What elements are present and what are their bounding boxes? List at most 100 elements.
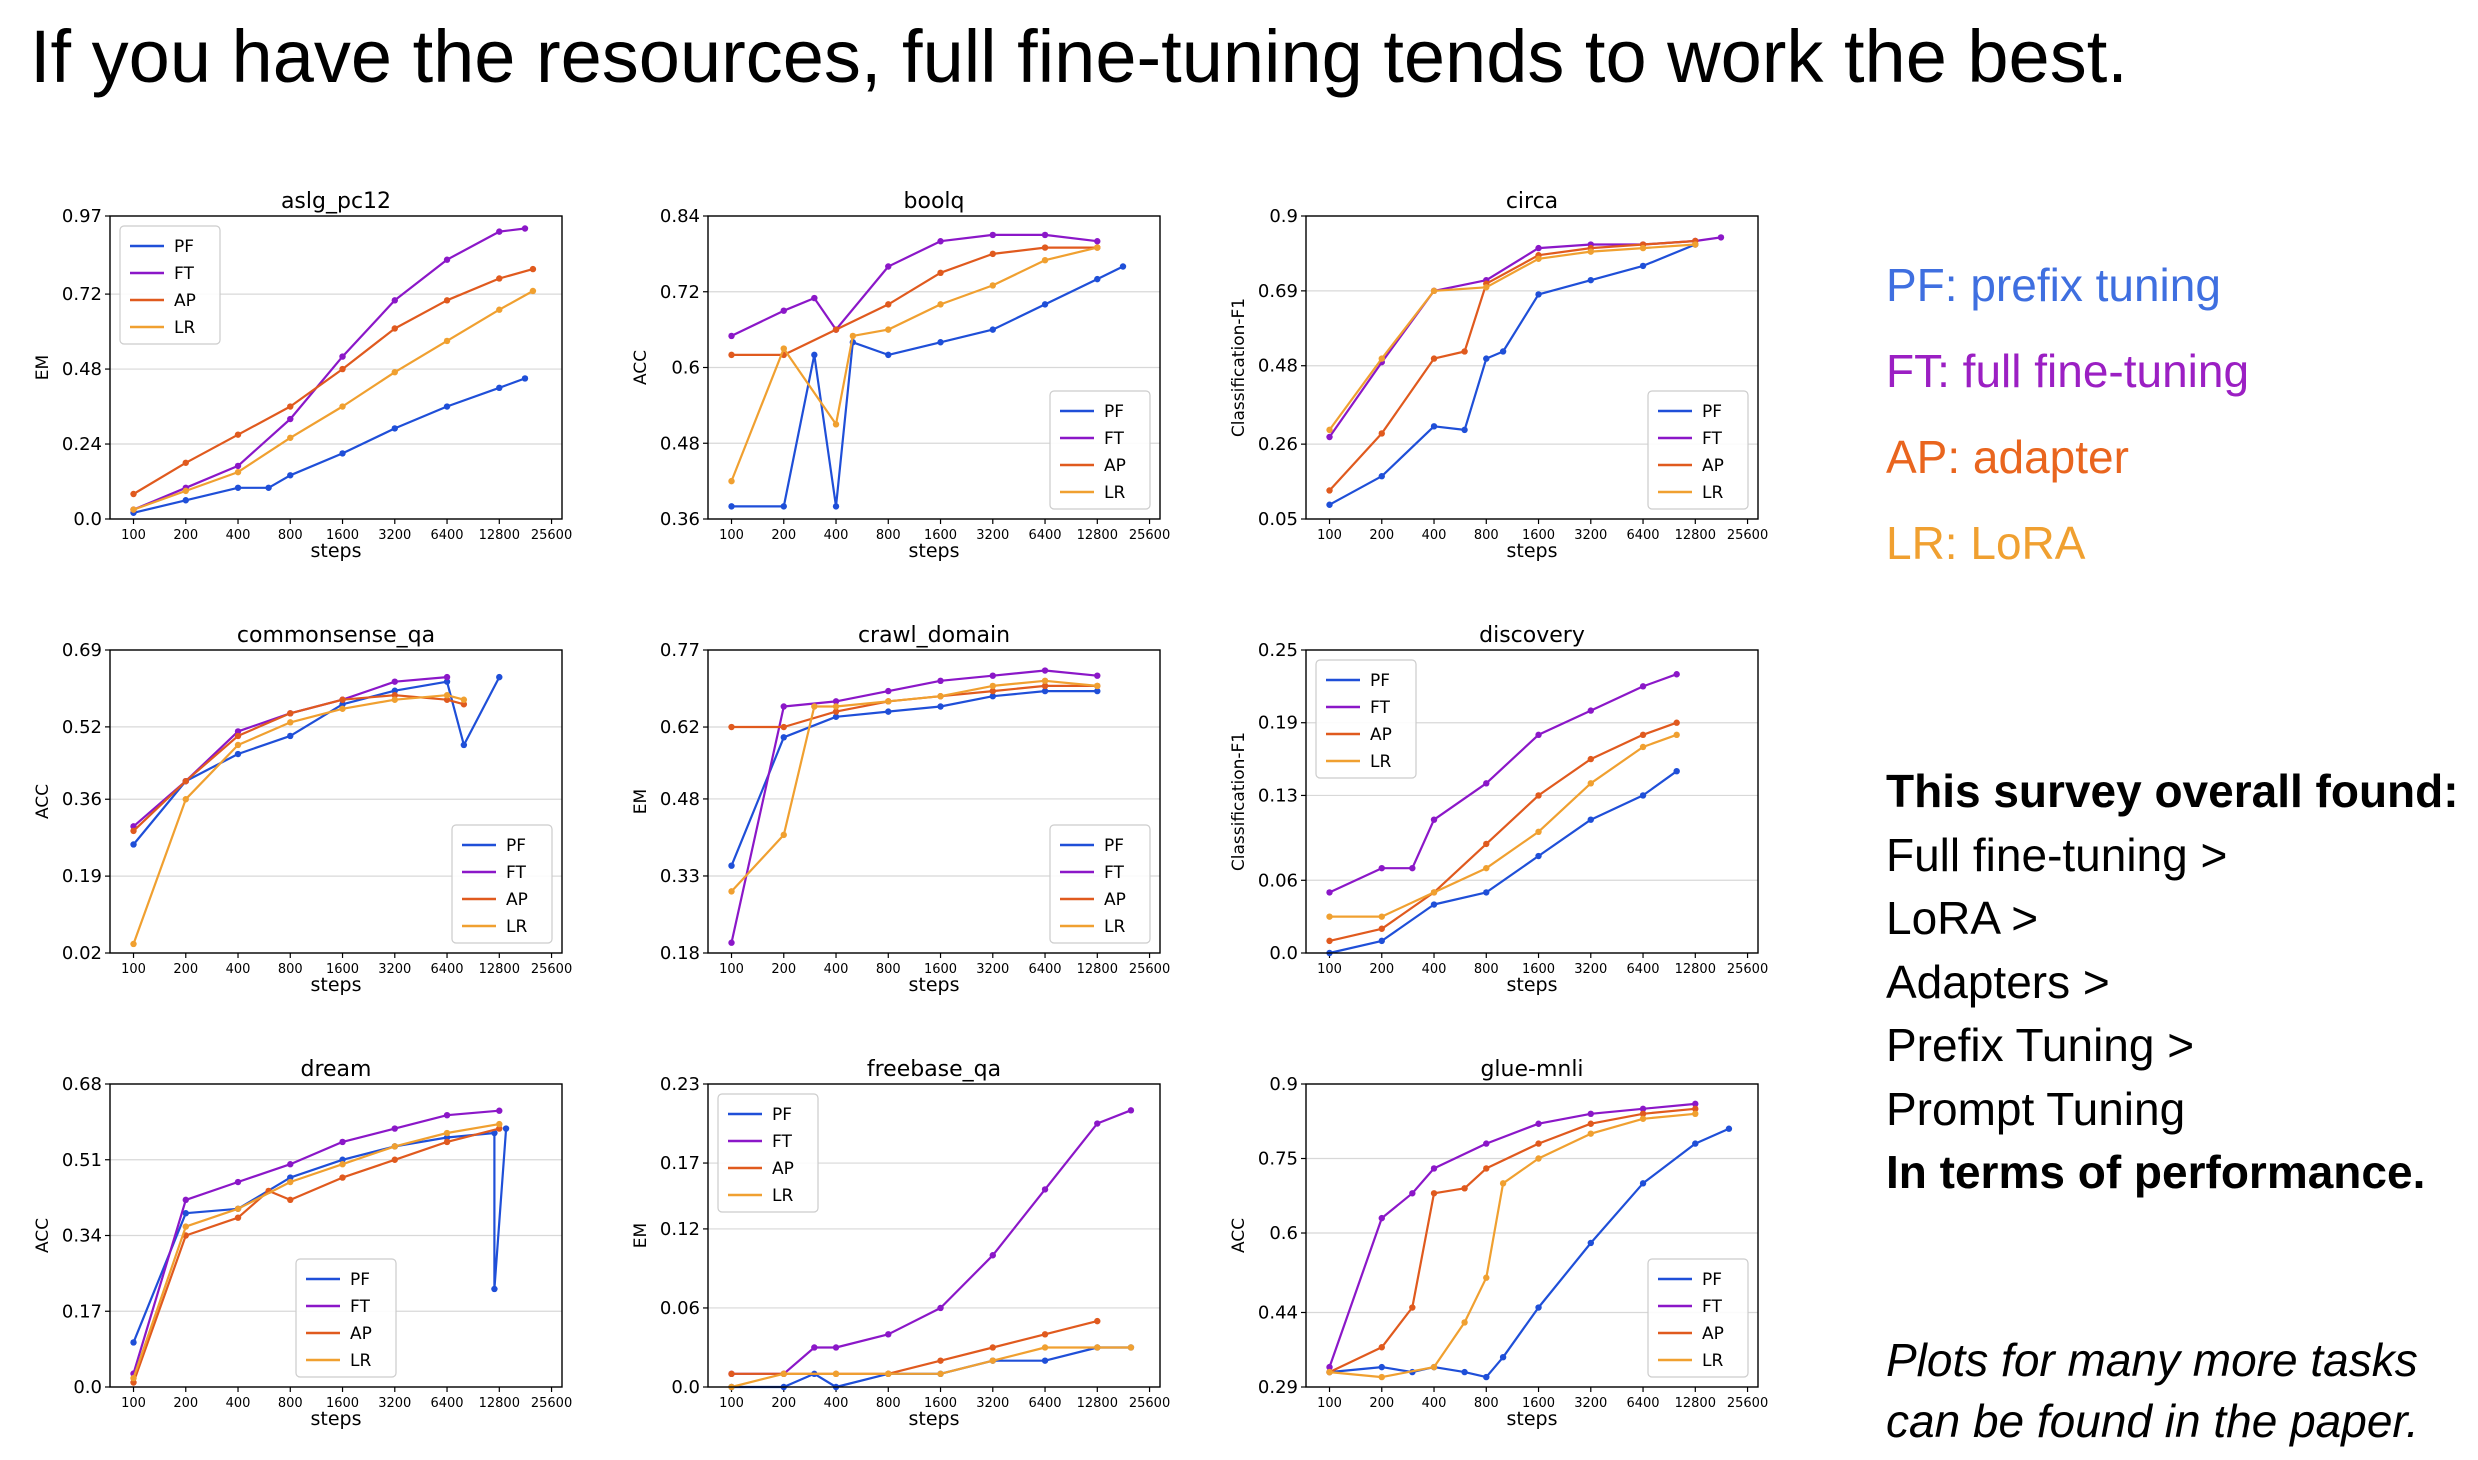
series-line-ap bbox=[731, 246, 1098, 356]
legend-box bbox=[717, 1093, 819, 1213]
data-point bbox=[234, 1214, 242, 1221]
data-point bbox=[885, 1331, 892, 1338]
y-tick-label: 0.97 bbox=[62, 206, 102, 227]
x-tick-label: 100 bbox=[719, 1396, 744, 1411]
data-point bbox=[811, 1344, 818, 1351]
data-point bbox=[1041, 667, 1049, 674]
data-point bbox=[491, 1129, 498, 1137]
data-point bbox=[443, 337, 451, 345]
x-tick-label: 6400 bbox=[1626, 528, 1659, 543]
y-tick-label: 0.13 bbox=[1258, 785, 1298, 806]
data-point bbox=[885, 708, 892, 715]
x-tick-label: 200 bbox=[173, 528, 198, 543]
data-point bbox=[1378, 1344, 1385, 1351]
data-point bbox=[1499, 348, 1507, 355]
data-point bbox=[1326, 937, 1333, 945]
data-point bbox=[1483, 889, 1490, 896]
data-point bbox=[989, 282, 996, 289]
x-axis-label: steps bbox=[1507, 540, 1558, 562]
data-point bbox=[339, 696, 346, 703]
data-point bbox=[234, 468, 242, 476]
series-line-lr bbox=[1329, 1112, 1696, 1379]
series-line-lr bbox=[730, 679, 1098, 893]
data-point bbox=[1041, 1344, 1049, 1351]
data-point bbox=[780, 734, 787, 741]
legend-box bbox=[119, 225, 221, 345]
data-point bbox=[989, 682, 996, 690]
data-point bbox=[287, 1178, 294, 1186]
data-point bbox=[989, 1344, 996, 1351]
x-tick-label: 200 bbox=[1369, 528, 1394, 543]
x-tick-label: 25600 bbox=[531, 1396, 572, 1411]
x-tick-label: 400 bbox=[824, 528, 849, 543]
x-tick-label: 3200 bbox=[976, 962, 1009, 977]
x-tick-label: 12800 bbox=[1077, 1396, 1118, 1411]
data-point bbox=[496, 228, 503, 235]
y-tick-label: 0.72 bbox=[62, 284, 102, 305]
plot-frame bbox=[707, 215, 1161, 520]
data-point bbox=[1378, 1363, 1385, 1371]
data-point bbox=[443, 1134, 451, 1141]
data-point bbox=[1483, 780, 1490, 787]
legend-label: LR bbox=[506, 917, 527, 937]
data-point bbox=[1326, 1368, 1333, 1376]
x-tick-label: 3200 bbox=[976, 528, 1009, 543]
y-tick-label: 0.72 bbox=[660, 282, 700, 303]
x-tick-label: 3200 bbox=[1574, 962, 1607, 977]
y-axis-label: Classification-F1 bbox=[1229, 298, 1249, 437]
data-point bbox=[1409, 1190, 1416, 1197]
y-tick-label: 0.48 bbox=[660, 789, 700, 810]
legend-label: FT bbox=[1104, 429, 1124, 449]
y-tick-label: 0.36 bbox=[62, 789, 102, 810]
x-tick-label: 25600 bbox=[531, 962, 572, 977]
data-point bbox=[1461, 426, 1468, 434]
series-line-ap bbox=[1329, 721, 1678, 942]
x-tick-label: 12800 bbox=[479, 528, 520, 543]
x-tick-label: 12800 bbox=[479, 962, 520, 977]
data-point bbox=[491, 1285, 498, 1293]
data-point bbox=[339, 1156, 346, 1163]
x-axis-label: steps bbox=[909, 540, 960, 562]
y-tick-label: 0.0 bbox=[671, 1377, 700, 1398]
data-point bbox=[1483, 864, 1490, 872]
series-line-ft bbox=[1328, 1102, 1696, 1368]
plot-frame bbox=[707, 1083, 1161, 1388]
data-point bbox=[443, 256, 451, 263]
data-point bbox=[130, 827, 137, 835]
data-point bbox=[1535, 852, 1542, 860]
data-point bbox=[443, 1111, 451, 1119]
data-point bbox=[443, 403, 451, 410]
y-tick-label: 0.69 bbox=[62, 640, 102, 661]
x-axis-label: steps bbox=[1507, 1408, 1558, 1430]
x-tick-label: 800 bbox=[1474, 1396, 1499, 1411]
legend-label: AP bbox=[1702, 456, 1724, 476]
x-tick-label: 200 bbox=[1369, 1396, 1394, 1411]
y-tick-label: 0.0 bbox=[1269, 943, 1298, 964]
x-tick-label: 25600 bbox=[1727, 528, 1768, 543]
x-axis-label: steps bbox=[909, 1408, 960, 1430]
data-point bbox=[1041, 244, 1049, 251]
legend-label: PF bbox=[1702, 402, 1722, 422]
data-point bbox=[1639, 683, 1647, 690]
data-point bbox=[937, 1357, 944, 1364]
y-tick-label: 0.26 bbox=[1258, 434, 1298, 455]
x-tick-label: 800 bbox=[278, 962, 303, 977]
summary-line-3: Adapters > bbox=[1886, 955, 2110, 1008]
data-point bbox=[728, 723, 735, 731]
data-point bbox=[1587, 248, 1594, 255]
chart-title: dream bbox=[301, 1057, 372, 1082]
x-tick-label: 800 bbox=[876, 528, 901, 543]
y-tick-label: 0.19 bbox=[62, 866, 102, 887]
legend-label: LR bbox=[772, 1186, 793, 1206]
legend-label: AP bbox=[1370, 725, 1392, 745]
data-point bbox=[1587, 1130, 1594, 1137]
data-point bbox=[460, 701, 468, 708]
data-point bbox=[391, 368, 398, 376]
